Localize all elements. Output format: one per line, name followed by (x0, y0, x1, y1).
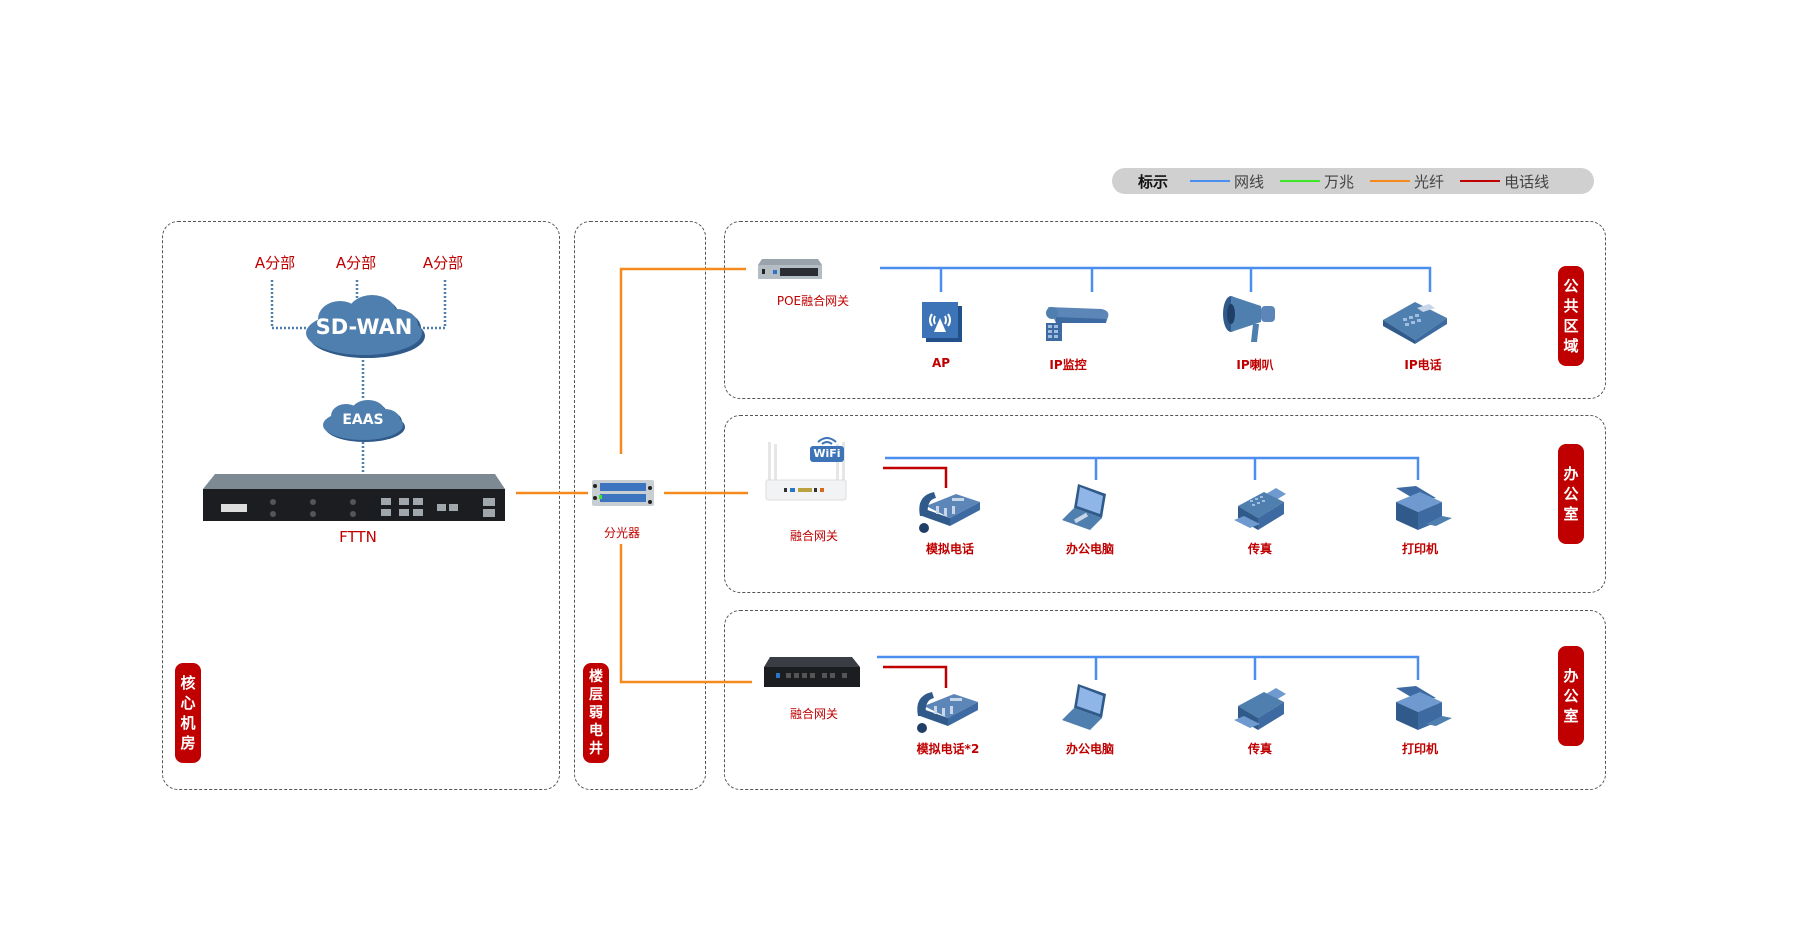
office-pc-icon (1062, 684, 1112, 730)
fax-icon (1234, 488, 1286, 532)
fax-icon (1234, 688, 1286, 732)
sdwan-label: SD-WAN (315, 315, 413, 339)
legend-swatch-blue (1190, 180, 1231, 182)
fttn-label: FTTN (339, 528, 377, 546)
branch-label: A分部 (335, 254, 377, 272)
ip-speaker-icon (1221, 294, 1277, 344)
ip-phone-label: IP电话 (1404, 358, 1442, 372)
branch-link-3 (420, 280, 447, 330)
sdwan-links (270, 280, 447, 474)
public-lan (880, 266, 1432, 292)
tag-char: 房 (180, 734, 196, 752)
legend-title: 标示 (1138, 172, 1169, 191)
tag-char: 室 (1563, 707, 1579, 725)
sdwan-cloud-icon: SD-WAN (300, 293, 428, 361)
tag-char: 层 (589, 687, 603, 703)
branch-label: A分部 (254, 254, 296, 272)
printer-label: 打印机 (1401, 542, 1439, 556)
tag-char: 弱 (589, 705, 603, 721)
tag-char: 井 (589, 741, 603, 757)
tag-char: 共 (1563, 297, 1579, 315)
office-pc-icon (1062, 484, 1112, 530)
wifi-badge: WiFi (813, 447, 841, 460)
tag-char: 区 (1563, 317, 1579, 335)
printer-icon (1396, 486, 1452, 532)
ap-label: AP (931, 356, 951, 370)
zone-floor-shaft (574, 221, 706, 790)
ap-icon (922, 302, 962, 342)
legend-label: 网线 (1234, 172, 1265, 191)
zone-office-2 (724, 610, 1606, 790)
fiber-splitter-public (619, 267, 746, 454)
fiber-links (516, 267, 752, 684)
zone-tag-office-1: 办公室 (1558, 444, 1584, 544)
office1-phone-line (883, 466, 948, 488)
zone-tag-core-room: 核心机房 (175, 663, 201, 763)
tag-char: 公 (1563, 485, 1579, 503)
legend-item-fiber: 光纤 (1370, 171, 1444, 192)
legend-item-10g: 万兆 (1280, 171, 1354, 192)
tag-char: 域 (1563, 337, 1579, 355)
tag-char: 心 (180, 694, 196, 712)
office2-gateway-icon (764, 657, 860, 689)
tag-char: 办 (1563, 465, 1579, 483)
tag-char: 公 (1563, 687, 1579, 705)
optical-splitter-icon (592, 480, 654, 508)
zone-public-area (724, 221, 1606, 399)
branch-label: A分部 (422, 254, 464, 272)
legend-label: 万兆 (1324, 172, 1355, 191)
fttn-device-icon (203, 474, 505, 524)
analog-phone-icon (916, 488, 980, 536)
fax-label: 传真 (1247, 542, 1273, 556)
legend-swatch-orange (1370, 180, 1411, 182)
zone-tag-floor-shaft: 楼层弱电井 (583, 663, 609, 763)
tag-char: 办 (1563, 667, 1579, 685)
ip-phone-icon (1383, 300, 1447, 344)
legend-swatch-red (1460, 180, 1501, 182)
office-pc-label: 办公电脑 (1065, 542, 1115, 556)
tag-char: 室 (1563, 505, 1579, 523)
splitter-label: 分光器 (603, 526, 641, 540)
legend: 标示 网线 万兆 光纤 电话线 (1112, 168, 1594, 194)
zone-core-room (162, 221, 560, 790)
printer-icon (1396, 686, 1452, 732)
eaas-label: EAAS (342, 412, 384, 428)
tag-char: 核 (180, 674, 196, 692)
ip-speaker-label: IP喇叭 (1236, 358, 1274, 372)
poe-gateway-icon (758, 259, 822, 281)
tag-char: 电 (589, 723, 603, 739)
office-pc-label: 办公电脑 (1065, 742, 1115, 756)
eaas-cloud-icon: EAAS (318, 398, 408, 444)
printer-label: 打印机 (1401, 742, 1439, 756)
legend-item-phone-line: 电话线 (1460, 171, 1549, 192)
ip-camera-label: IP监控 (1049, 358, 1087, 372)
tag-char: 楼 (589, 669, 603, 685)
analog-phone-label: 模拟电话 (925, 542, 975, 556)
office1-lan (885, 456, 1420, 480)
legend-item-network-cable: 网线 (1190, 171, 1264, 192)
office2-lan (877, 655, 1420, 680)
zone-office-1 (724, 415, 1606, 593)
fiber-splitter-office2 (619, 544, 752, 684)
office1-gateway-label: 融合网关 (789, 529, 839, 543)
legend-label: 电话线 (1504, 172, 1550, 191)
analog-phone-icon (914, 688, 978, 736)
fax-label: 传真 (1247, 742, 1273, 756)
legend-label: 光纤 (1414, 172, 1445, 191)
branch-link-1 (270, 280, 308, 330)
zone-tag-office-2: 办公室 (1558, 646, 1584, 746)
ip-camera-icon (1042, 303, 1110, 343)
office2-phone-line (883, 665, 948, 688)
tag-char: 公 (1563, 277, 1579, 295)
analog-phone-label: 模拟电话*2 (916, 742, 980, 756)
legend-swatch-green (1280, 180, 1321, 182)
zone-tag-public-area: 公共区域 (1558, 266, 1584, 366)
wifi-gateway-icon: WiFi (762, 434, 848, 502)
tag-char: 机 (180, 714, 196, 732)
office2-gateway-label: 融合网关 (789, 707, 839, 721)
poe-gateway-label: POE融合网关 (776, 294, 850, 308)
